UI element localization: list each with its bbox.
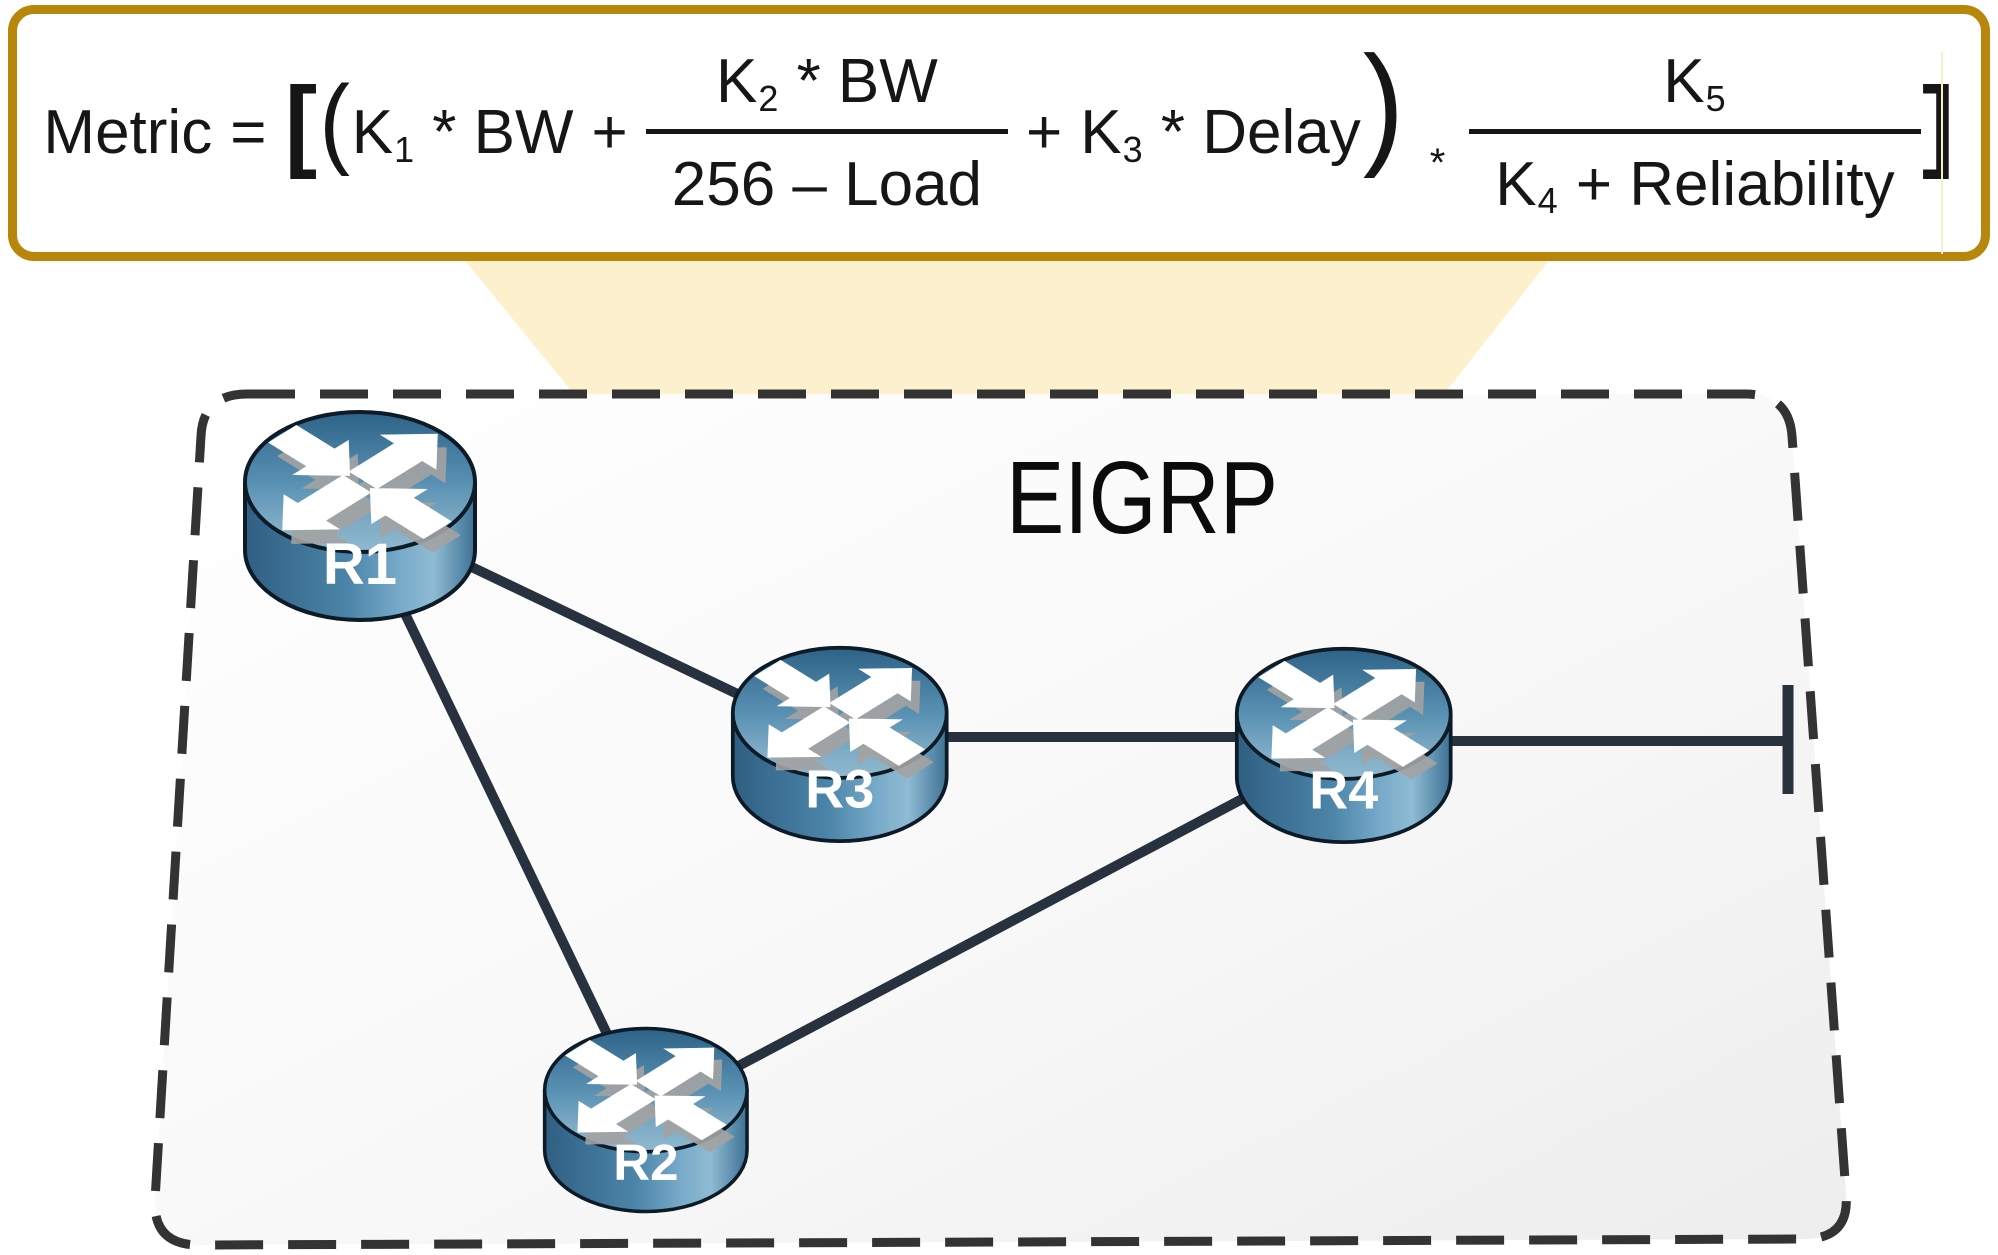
term-k1-bw: K1 * BW — [352, 102, 574, 168]
k-subscript: 5 — [1705, 78, 1726, 120]
fraction-k5-over-reliability: K5 K4 + Reliability — [1469, 47, 1921, 220]
bracket-open-symbol: [ — [285, 66, 318, 180]
k-symbol: K — [1663, 47, 1705, 117]
link-r1-r2 — [355, 517, 651, 1118]
callout-edge-artifact — [1941, 52, 1943, 254]
k-subscript: 2 — [758, 78, 779, 120]
k-symbol: K — [1080, 98, 1122, 167]
network-boundary — [150, 389, 1851, 1250]
router-label: R1 — [323, 532, 397, 597]
k-subscript: 3 — [1122, 128, 1143, 170]
equals-sign: = — [230, 98, 267, 167]
term-operand: * Delay — [1143, 98, 1361, 167]
fraction-numerator: K5 — [1469, 47, 1921, 134]
term-operand: * BW — [415, 98, 574, 167]
term-k3-delay: K3 * Delay — [1080, 102, 1360, 168]
protocol-label: EIGRP — [1006, 440, 1278, 555]
fraction-numerator: K2 * BW — [645, 47, 1009, 134]
fraction-denominator: K4 + Reliability — [1469, 134, 1920, 219]
router-r4: R4 — [1237, 649, 1451, 842]
pointer-trapezoid — [463, 258, 1551, 398]
multiply-star: * — [1429, 141, 1446, 185]
fraction-denominator: 256 – Load — [671, 149, 983, 219]
link-r2-r4 — [643, 740, 1347, 1120]
router-label: R2 — [613, 1134, 678, 1191]
metric-label: Metric — [43, 98, 213, 167]
metric-formula: Metric = [ ( K1 * BW + K2 * BW 256 – Loa… — [43, 36, 1954, 220]
plus-sign-1: + — [591, 98, 628, 167]
router-label: R4 — [1309, 761, 1378, 821]
k-symbol: K — [715, 47, 758, 117]
formula-box: Metric = [ ( K1 * BW + K2 * BW 256 – Loa… — [8, 5, 1990, 261]
plus-sign-2: + — [1026, 98, 1063, 167]
router-r1: R1 — [245, 412, 475, 620]
k-subscript: 4 — [1537, 180, 1558, 222]
router-label: R3 — [805, 760, 874, 820]
bracket-close-symbol: ] — [1921, 66, 1954, 180]
router-r2: R2 — [545, 1029, 747, 1212]
term-operand: + Reliability — [1558, 149, 1895, 219]
paren-open-symbol: ( — [319, 65, 351, 177]
term-operand: * BW — [779, 47, 938, 117]
router-r3: R3 — [733, 648, 947, 841]
k-symbol: K — [351, 98, 394, 167]
paren-close-symbol: ) — [1362, 27, 1404, 179]
k-symbol: K — [1495, 149, 1537, 219]
fraction-k2bw-over-load: K2 * BW 256 – Load — [645, 47, 1009, 219]
k-subscript: 1 — [394, 128, 415, 170]
